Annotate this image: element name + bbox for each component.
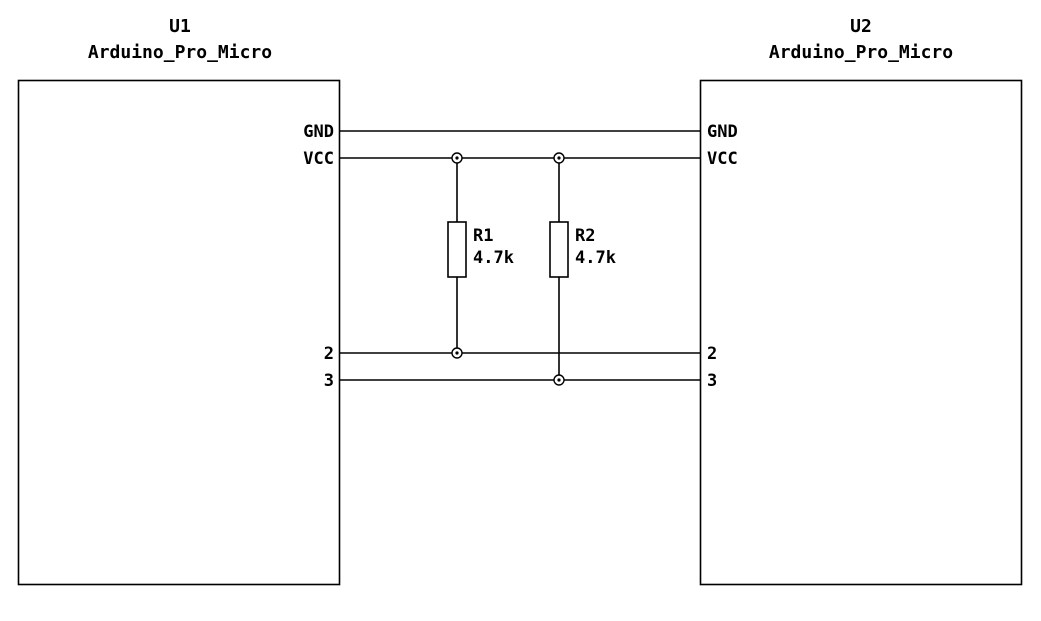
r2-value-label: 4.7k bbox=[575, 248, 616, 268]
u2-symbol-body[interactable] bbox=[699, 79, 1023, 586]
junction-r1-net2-dot bbox=[455, 351, 459, 355]
component-r2[interactable]: R2 4.7k bbox=[549, 158, 616, 380]
junction-r1-vcc-dot bbox=[455, 156, 459, 160]
r2-ref-label: R2 bbox=[575, 226, 595, 246]
u1-value-label: Arduino_Pro_Micro bbox=[88, 42, 272, 63]
u2-pin-3-label: 3 bbox=[707, 371, 717, 391]
component-r1[interactable]: R1 4.7k bbox=[447, 158, 514, 353]
r1-value-label: 4.7k bbox=[473, 248, 514, 268]
u2-pin-vcc-label: VCC bbox=[707, 149, 738, 169]
u1-symbol-body[interactable] bbox=[17, 79, 341, 586]
u2-value-label: Arduino_Pro_Micro bbox=[769, 42, 953, 63]
r1-resistor-body[interactable] bbox=[447, 221, 467, 278]
u1-pin-2-label: 2 bbox=[324, 344, 334, 364]
u1-pin-vcc-label: VCC bbox=[303, 149, 334, 169]
u2-ref-label: U2 bbox=[850, 16, 872, 37]
r1-ref-label: R1 bbox=[473, 226, 493, 246]
r2-resistor-body[interactable] bbox=[549, 221, 569, 278]
junction-r2-vcc-dot bbox=[557, 156, 561, 160]
u1-pin-3-label: 3 bbox=[324, 371, 334, 391]
junctions bbox=[451, 152, 565, 386]
u2-pin-gnd-label: GND bbox=[707, 122, 738, 142]
component-u1[interactable]: U1 Arduino_Pro_Micro GND VCC 2 3 bbox=[17, 16, 341, 586]
component-u2[interactable]: U2 Arduino_Pro_Micro GND VCC 2 3 bbox=[699, 16, 1023, 586]
junction-r2-net3-dot bbox=[557, 378, 561, 382]
u2-pin-2-label: 2 bbox=[707, 344, 717, 364]
u1-ref-label: U1 bbox=[169, 16, 191, 37]
u1-pin-gnd-label: GND bbox=[303, 122, 334, 142]
